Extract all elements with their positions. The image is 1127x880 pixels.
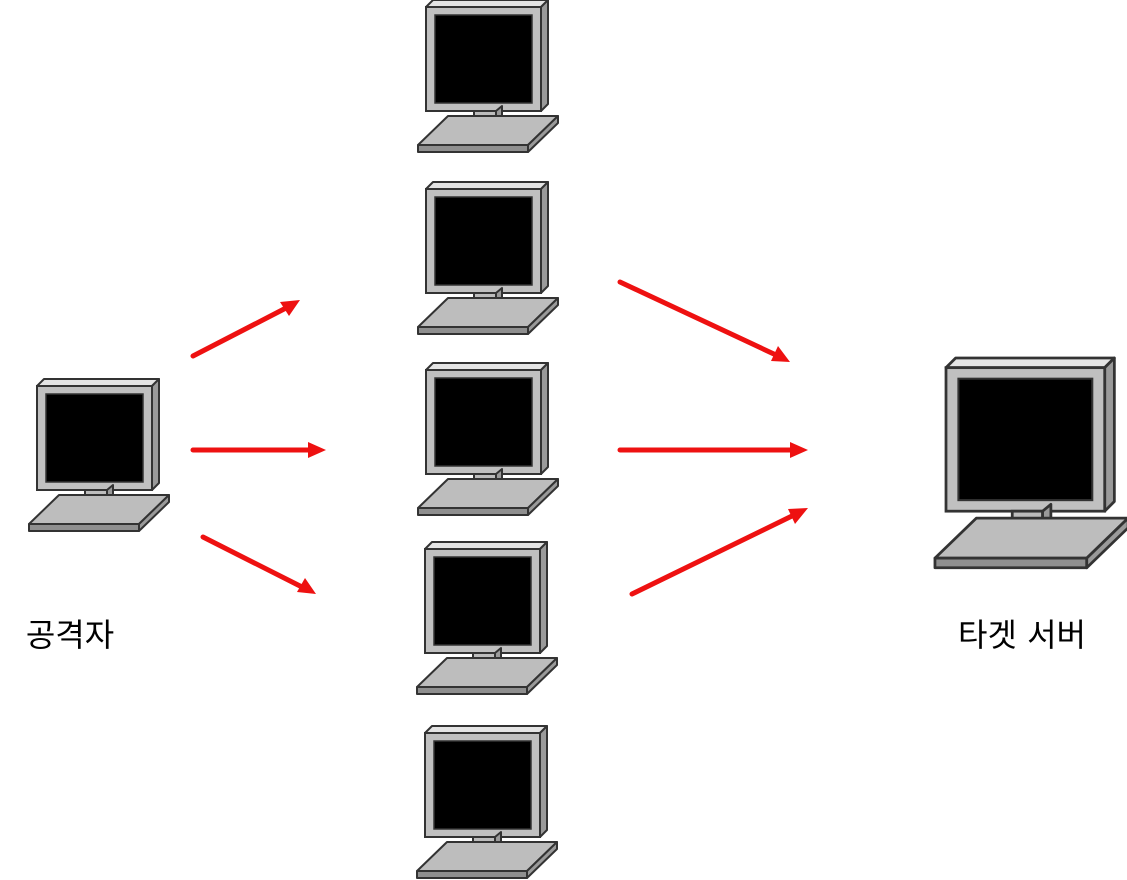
attacker-computer [28, 378, 170, 532]
zombie-computer-2 [417, 181, 559, 335]
computer-icon [933, 356, 1127, 570]
arrow-zombie-4-to-target [629, 508, 808, 597]
computer-icon [417, 362, 559, 516]
arrow-attacker-to-zombie-2 [190, 300, 300, 359]
zombie-computer-1 [417, 0, 559, 153]
computer-icon [416, 725, 558, 879]
arrow-zombie-2-to-target [617, 279, 790, 362]
target-computer [933, 356, 1127, 570]
computer-icon [417, 0, 559, 153]
arrow-attacker-to-zombie-3 [190, 442, 326, 458]
arrow-zombie-3-to-target [617, 442, 808, 458]
zombie-computer-3 [417, 362, 559, 516]
attacker-label: 공격자 [26, 616, 114, 654]
zombie-computer-4 [416, 541, 558, 695]
arrow-attacker-to-zombie-4 [200, 534, 316, 594]
computer-icon [28, 378, 170, 532]
target-label: 타겟 서버 [958, 616, 1086, 654]
computer-icon [416, 541, 558, 695]
computer-icon [417, 181, 559, 335]
zombie-computer-5 [416, 725, 558, 879]
